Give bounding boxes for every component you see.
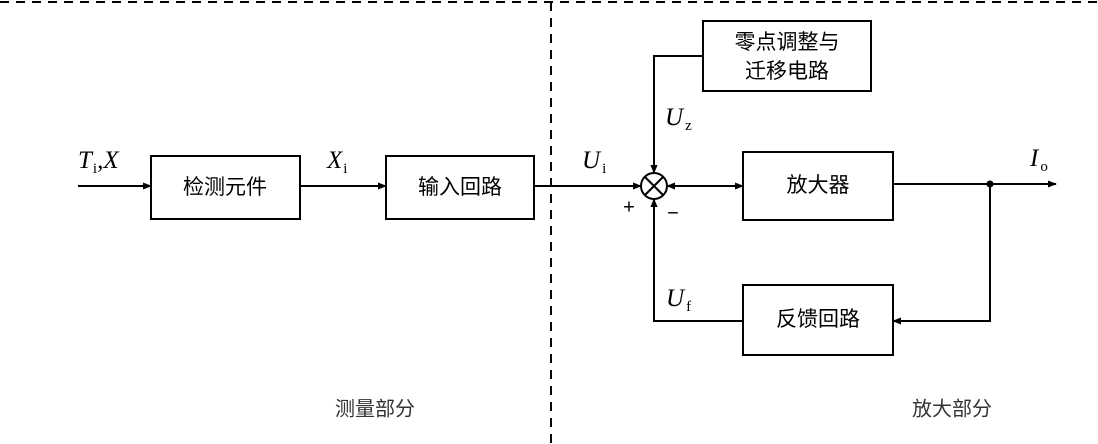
summing-junction xyxy=(640,172,668,200)
feedback-path-to-junction xyxy=(650,198,743,322)
input-circuit-block xyxy=(385,155,535,220)
sensor-block xyxy=(150,155,301,220)
measure-section-label: 测量部分 xyxy=(335,397,415,421)
zero-adjust-block-label-line1: 零点调整与 xyxy=(735,30,840,54)
zero-adjust-path xyxy=(650,55,703,174)
feedback-path-return xyxy=(892,184,991,325)
amplifier-block xyxy=(742,151,894,221)
amplifier-block-label: 放大器 xyxy=(787,173,850,197)
amplify-section-label: 放大部分 xyxy=(912,397,992,421)
input-circuit-block-label: 输入回路 xyxy=(418,175,502,199)
xi-signal-label: Xi xyxy=(326,147,347,177)
minus-sign: − xyxy=(667,202,679,224)
zero-adjust-block-label-line2: 迁移电路 xyxy=(745,59,829,83)
input-signal-label: Ti,X xyxy=(78,147,120,177)
plus-sign: + xyxy=(623,196,635,218)
feedback-block-label: 反馈回路 xyxy=(776,307,860,331)
sensor-block-label: 检测元件 xyxy=(183,175,267,199)
